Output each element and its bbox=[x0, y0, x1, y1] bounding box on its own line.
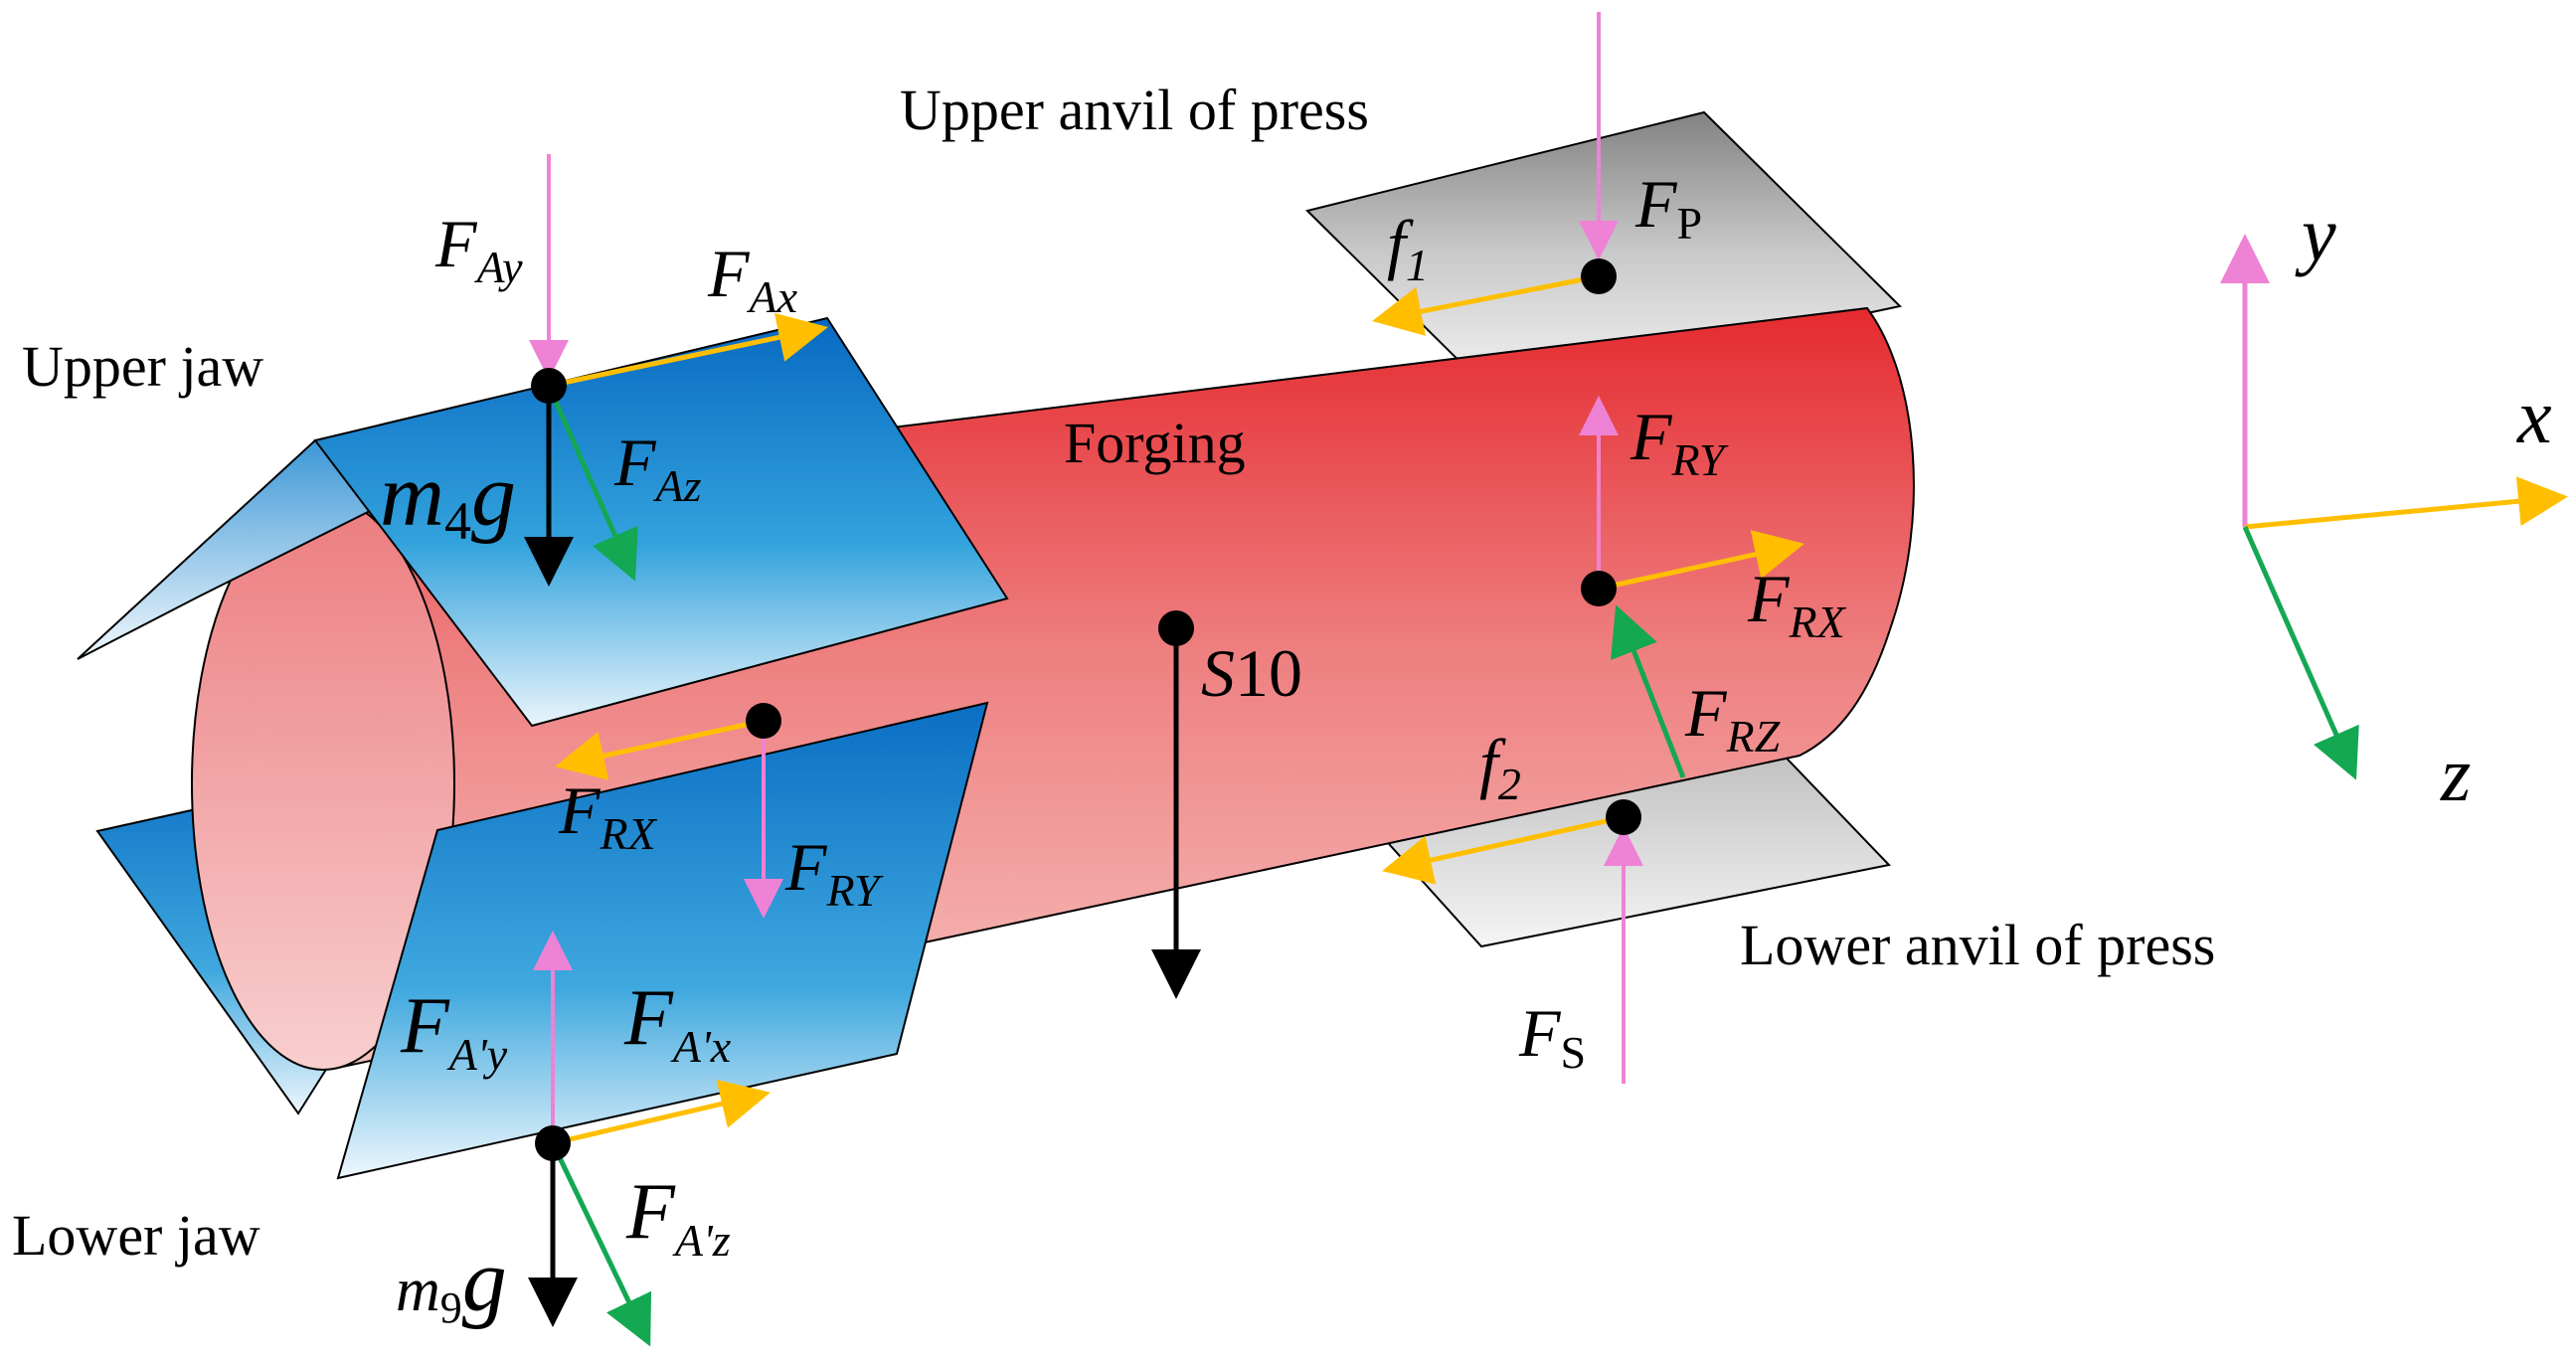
x-axis-label: x bbox=[2516, 373, 2552, 459]
m4g-label: m4g bbox=[380, 446, 516, 551]
lower-jaw-label: Lower jaw bbox=[12, 1203, 260, 1268]
FAx-arrow bbox=[548, 312, 828, 389]
upper-jaw-point bbox=[531, 368, 567, 404]
FS-label: FS bbox=[1518, 995, 1586, 1078]
FRZ-arrow bbox=[1611, 604, 1686, 778]
FA1z-label: FA'z bbox=[625, 1168, 731, 1266]
m9g-label: m9g bbox=[396, 1232, 507, 1332]
lower-anvil-label: Lower anvil of press bbox=[1740, 913, 2215, 977]
FRX-label: FRX bbox=[1747, 561, 1847, 647]
FA1x-label: FA'x bbox=[623, 974, 732, 1072]
FAx-label: FAx bbox=[707, 236, 798, 322]
FRY-jaw-label: FRY bbox=[784, 829, 884, 916]
upper-jaw-label: Upper jaw bbox=[22, 334, 263, 399]
forging-label: Forging bbox=[1064, 411, 1246, 475]
z-axis-label: z bbox=[2440, 731, 2471, 817]
FRX-jaw-arrow bbox=[555, 718, 765, 780]
z-axis-arrow bbox=[2242, 525, 2359, 780]
jaw-reaction-point bbox=[746, 703, 781, 739]
FAz-arrow bbox=[546, 384, 638, 582]
upper-anvil-point bbox=[1581, 258, 1617, 294]
lower-anvil-point bbox=[1606, 799, 1641, 835]
FA1z-arrow bbox=[550, 1141, 652, 1347]
FRY-label: FRY bbox=[1630, 399, 1729, 485]
forging-centre-point bbox=[1158, 610, 1194, 646]
f1-label: f1 bbox=[1387, 206, 1429, 290]
FRX-jaw-label: FRX bbox=[558, 772, 658, 859]
FRX-arrow bbox=[1598, 530, 1804, 592]
x-axis-arrow bbox=[2244, 476, 2568, 530]
FP-label: FP bbox=[1634, 166, 1702, 249]
FAy-label: FAy bbox=[434, 206, 523, 292]
upper-jaw bbox=[313, 316, 1009, 728]
lower-jaw bbox=[336, 701, 989, 1180]
FAz-label: FAz bbox=[613, 425, 702, 511]
FRZ-label: FRZ bbox=[1684, 675, 1781, 762]
lower-jaw-point bbox=[535, 1125, 571, 1161]
f2-arrow bbox=[1382, 814, 1625, 885]
S10-label: S10 bbox=[1201, 635, 1302, 711]
y-axis-label: y bbox=[2295, 191, 2336, 277]
f1-arrow bbox=[1372, 273, 1600, 336]
upper-anvil-label: Upper anvil of press bbox=[900, 78, 1369, 142]
FA1y-label: FA'y bbox=[400, 982, 508, 1080]
forging-reaction-point bbox=[1581, 571, 1617, 606]
FA1x-arrow bbox=[552, 1079, 771, 1146]
